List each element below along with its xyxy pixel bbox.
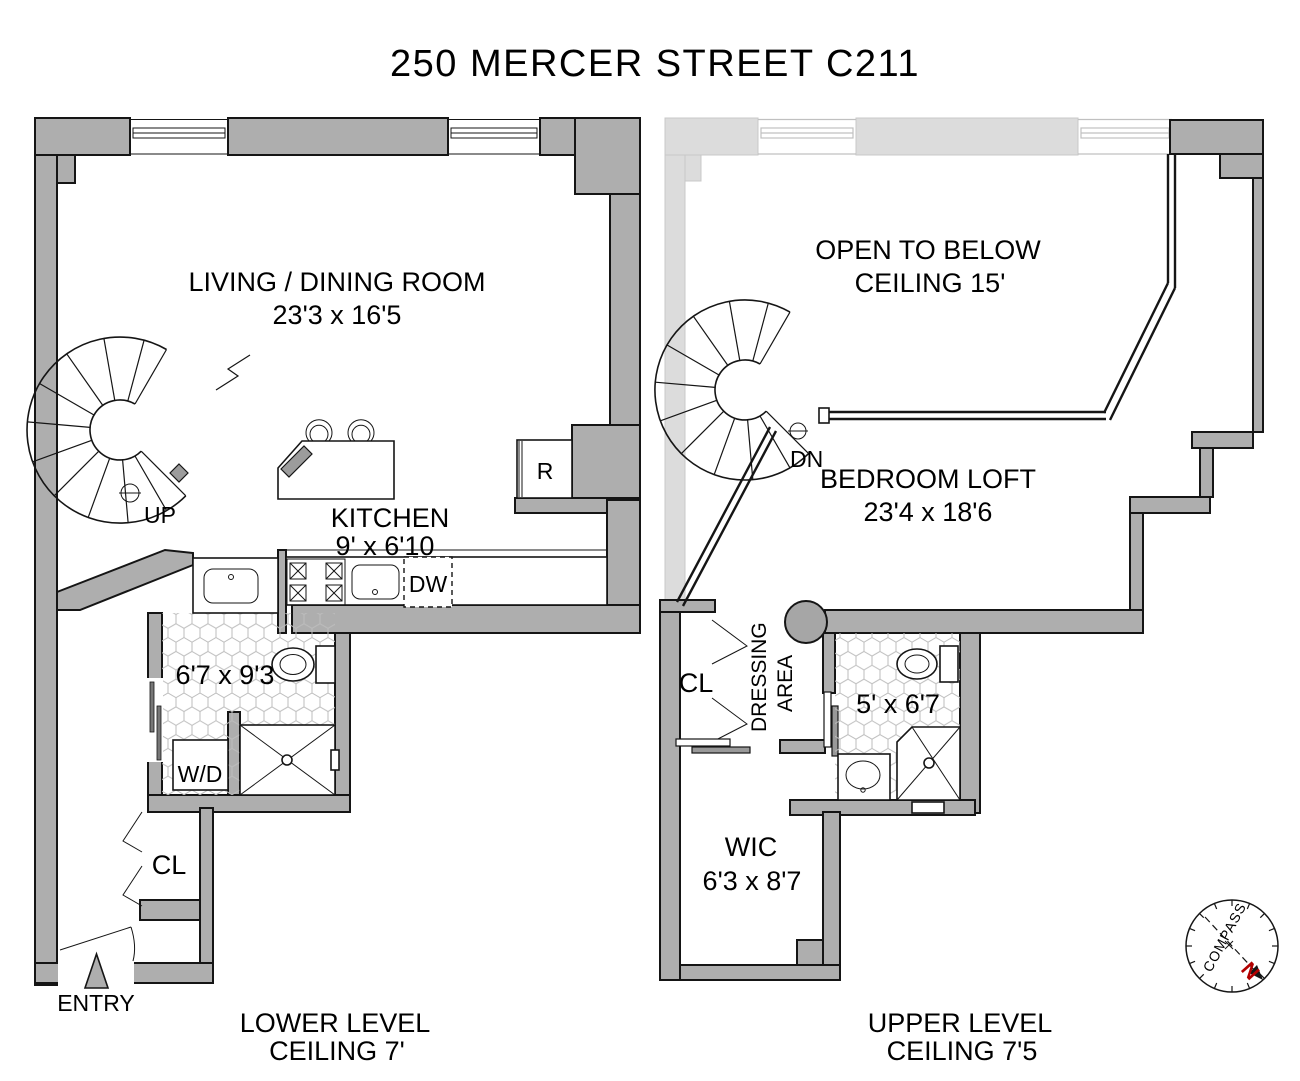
- washer-dryer-box: [172, 739, 229, 791]
- washer-dryer-label: W/D: [178, 761, 223, 787]
- upper-footer-line1: UPPER LEVEL: [868, 1008, 1053, 1038]
- bathroom-sink-icon: [837, 753, 891, 801]
- upper-level-plan: DN CL: [654, 117, 1264, 1066]
- kitchen-dims: 9' x 6'10: [336, 531, 435, 561]
- refrigerator-label: R: [537, 458, 554, 484]
- page-title: 250 MERCER STREET C211: [390, 43, 920, 85]
- lower-windows: [130, 119, 540, 155]
- living-room-label: LIVING / DINING ROOM: [188, 267, 485, 297]
- upper-bathroom: [835, 633, 961, 814]
- compass-needle-icon: [1249, 965, 1263, 980]
- ghost-walls: [664, 117, 1172, 606]
- stair-down-label: DN: [790, 446, 823, 472]
- upper-walls: [659, 119, 1264, 981]
- pocket-door-icon: [147, 678, 163, 762]
- upper-footer-line2: CEILING 7'5: [887, 1036, 1038, 1066]
- ghost-window-icon: [1078, 118, 1172, 155]
- lower-footer-line2: CEILING 7': [269, 1036, 405, 1066]
- closet-door-icon: [122, 811, 143, 907]
- dishwasher-label: DW: [409, 571, 448, 597]
- upper-bathroom-dims: 5' x 6'7: [856, 689, 940, 719]
- dressing-area-label-line2: AREA: [774, 655, 797, 712]
- spiral-staircase-up-icon: [26, 336, 251, 524]
- kitchen-counter: DW: [285, 549, 608, 608]
- loft-railing: [675, 154, 1177, 607]
- dishwasher-box: [403, 556, 453, 608]
- toilet-icon: [896, 645, 959, 683]
- lower-bathroom: W/D: [147, 557, 340, 796]
- lower-footer-line1: LOWER LEVEL: [240, 1008, 431, 1038]
- window-icon: [130, 119, 228, 155]
- stair-up-label: UP: [144, 502, 176, 528]
- kitchen-sink-icon: [351, 564, 400, 600]
- toilet-icon: [271, 645, 336, 684]
- kitchen-label: KITCHEN: [331, 503, 450, 533]
- spiral-staircase-down-icon: [654, 299, 810, 481]
- lower-closet-label: CL: [152, 850, 187, 880]
- compass-icon: COMPASS N: [1185, 899, 1279, 993]
- column-icon: [784, 600, 828, 644]
- ghost-window-icon: [758, 118, 856, 155]
- wic-dims: 6'3 x 8'7: [703, 866, 802, 896]
- refrigerator-box: [516, 439, 573, 499]
- shower-icon: [896, 726, 961, 814]
- living-room-dims: 23'3 x 16'5: [273, 300, 402, 330]
- wic-label: WIC: [725, 832, 777, 862]
- floor-object-icon: [169, 463, 189, 483]
- dressing-area-label-line1: DRESSING: [748, 622, 771, 732]
- entry-arrow-icon: [83, 951, 110, 989]
- bedroom-loft-label: BEDROOM LOFT: [820, 464, 1036, 494]
- kitchen-island-icon: [277, 419, 395, 500]
- lower-level-plan: UP: [26, 117, 641, 1066]
- window-icon: [448, 119, 540, 155]
- sliding-door-icon: [675, 738, 751, 754]
- closet-door-icon: [711, 619, 748, 743]
- stove-icon: [286, 558, 346, 606]
- lower-bathroom-dims: 6'7 x 9'3: [176, 660, 275, 690]
- shower-icon: [239, 724, 340, 796]
- upper-closet-label: CL: [679, 668, 714, 698]
- bedroom-loft-dims: 23'4 x 18'6: [864, 497, 993, 527]
- bathroom-sink-icon: [192, 557, 279, 614]
- entry-label: ENTRY: [57, 990, 135, 1016]
- open-to-below-label: OPEN TO BELOW: [815, 235, 1041, 265]
- open-to-below-ceiling: CEILING 15': [855, 268, 1006, 298]
